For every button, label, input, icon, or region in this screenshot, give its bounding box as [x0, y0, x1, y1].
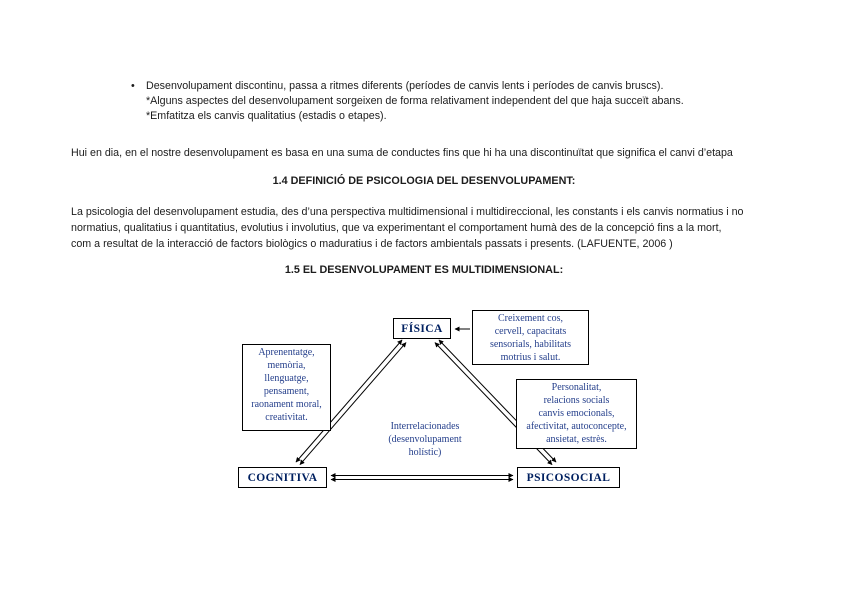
- diagram-center-label: Interrelacionades (desenvolupament holís…: [388, 421, 462, 458]
- bullet-list: • Desenvolupament discontinu, passa a ri…: [131, 79, 791, 124]
- section-heading-1-5: 1.5 EL DESENVOLUPAMENT ES MULTIDIMENSION…: [284, 264, 564, 276]
- list-item: • Desenvolupament discontinu, passa a ri…: [131, 79, 791, 94]
- section-heading-1-4: 1.4 DEFINICIÓ DE PSICOLOGIA DEL DESENVOL…: [272, 175, 576, 187]
- cognitiva-description-box: Aprenentatge, memòria, llenguatge, pensa…: [242, 344, 331, 431]
- psicosocial-node: PSICOSOCIAL: [517, 467, 620, 488]
- fisica-node: FÍSICA: [393, 318, 451, 339]
- bullet-text: Desenvolupament discontinu, passa a ritm…: [146, 80, 664, 92]
- fisica-description-box: Creixement cos, cervell, capacitats sens…: [472, 310, 589, 365]
- list-item: *Alguns aspectes del desenvolupament sor…: [146, 95, 684, 107]
- psicosocial-description-box: Personalitat, relacions socials canvis e…: [516, 379, 637, 449]
- edge-cognitiva-psicosocial: [330, 473, 514, 482]
- section-1-4-paragraph: La psicologia del desenvolupament estudi…: [71, 206, 744, 250]
- list-item: *Emfatitza els canvis qualitatius (estad…: [146, 110, 387, 122]
- cognitiva-node: COGNITIVA: [238, 467, 327, 488]
- bullet-marker: •: [131, 80, 135, 92]
- intro-paragraph: Hui en dia, en el nostre desenvolupament…: [71, 147, 733, 159]
